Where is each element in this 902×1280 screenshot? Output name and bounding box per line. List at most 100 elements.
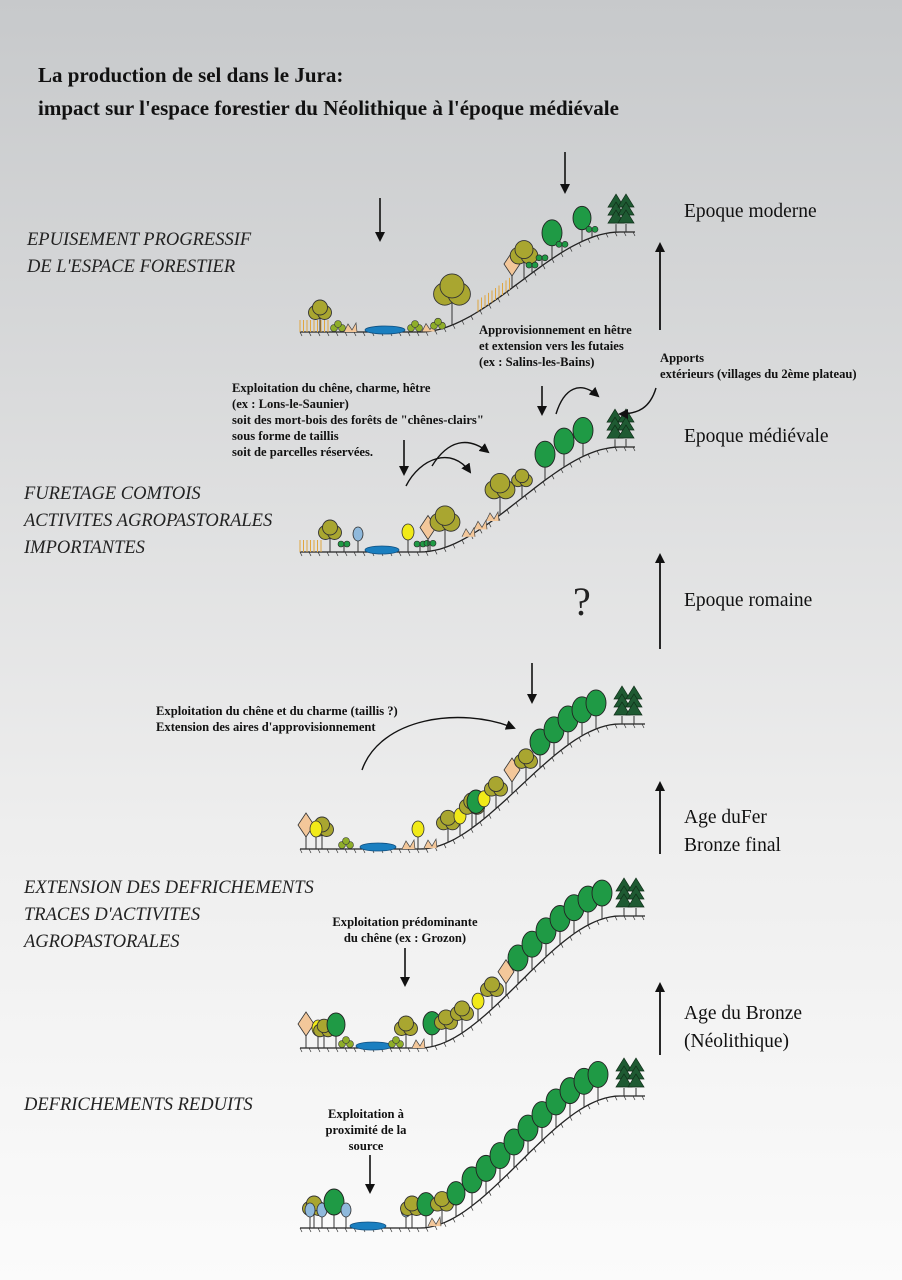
- ground-hatch: [614, 916, 618, 921]
- note-chene-charme: Exploitation du chêne et du charme (tail…: [156, 703, 398, 735]
- ground-hatch: [425, 848, 429, 853]
- ground-hatch: [443, 1042, 447, 1047]
- ground-hatch: [560, 252, 564, 258]
- ground-hatch: [560, 750, 564, 755]
- note-chene-charme-hetre: Exploitation du chêne, charme, hêtre (ex…: [232, 380, 484, 460]
- ground-hatch: [497, 806, 501, 811]
- ground-hatch: [353, 331, 357, 337]
- coppice-shoot: [427, 1216, 442, 1227]
- ground-hatch: [434, 1225, 438, 1231]
- ground-hatch: [614, 447, 618, 452]
- ground-hatch: [506, 798, 510, 803]
- oak-crown-lobe: [484, 976, 500, 993]
- ground-hatch: [434, 550, 438, 555]
- ground-hatch: [587, 1104, 591, 1110]
- ground-hatch: [461, 1032, 465, 1038]
- oak-tree: [433, 273, 471, 306]
- ground-hatch: [506, 509, 510, 514]
- ground-hatch: [434, 330, 438, 335]
- ground-hatch: [524, 976, 528, 982]
- salt-spring-pool: [359, 842, 397, 852]
- note-line: Exploitation à: [328, 1107, 404, 1121]
- ground-hatch: [353, 551, 357, 557]
- ground-hatch: [317, 551, 321, 557]
- ground-hatch: [524, 1156, 528, 1162]
- ground-hatch: [317, 331, 321, 337]
- note-line: Exploitation prédominante: [332, 915, 478, 929]
- label-line: IMPORTANTES: [24, 538, 145, 558]
- ground-hatch: [533, 968, 537, 973]
- ground-hatch: [488, 1191, 492, 1196]
- ground-hatch: [524, 781, 528, 786]
- ground-hatch: [569, 1116, 573, 1121]
- ground-hatch: [452, 839, 456, 845]
- ground-hatch: [317, 1227, 321, 1233]
- ground-hatch: [641, 723, 645, 729]
- oak-tree: [509, 240, 539, 265]
- ground-hatch: [542, 1139, 546, 1144]
- ground-hatch: [569, 463, 573, 468]
- note-predominante: Exploitation prédominante du chêne (ex :…: [316, 914, 494, 946]
- ground-hatch: [335, 331, 339, 337]
- ground-hatch: [533, 1148, 537, 1153]
- ground-hatch: [470, 1026, 474, 1031]
- ground-hatch: [578, 242, 582, 248]
- oak-tree: [514, 748, 538, 769]
- ground-hatch: [605, 233, 609, 238]
- ground-hatch: [416, 551, 420, 557]
- oak-crown-lobe: [434, 505, 456, 526]
- shrub-leaf: [392, 1036, 400, 1044]
- ground-hatch: [461, 539, 465, 545]
- scene-age-du-fer: [297, 685, 645, 854]
- ground-hatch: [515, 1165, 519, 1171]
- period-medievale: Epoque médiévale: [684, 423, 829, 451]
- oak-tree: [429, 505, 461, 532]
- ground-hatch: [569, 743, 573, 748]
- ground-hatch: [578, 930, 582, 935]
- supply-flow-arrow: [405, 456, 472, 487]
- coppice-shoot: [411, 1037, 426, 1049]
- coppice-shoot: [485, 510, 500, 522]
- conifer-tree: [615, 1057, 633, 1096]
- beech-tree: [534, 440, 556, 468]
- ground-hatch: [623, 1095, 627, 1101]
- note-line: (ex : Salins-les-Bains): [479, 355, 595, 369]
- ground-hatch: [632, 446, 636, 452]
- ground-hatch: [506, 1174, 510, 1179]
- ground-hatch: [425, 331, 429, 336]
- note-line: et extension vers les futaies: [479, 339, 624, 353]
- note-line: soit de parcelles réservées.: [232, 445, 374, 459]
- ground-hatch: [560, 468, 564, 474]
- coppice-shoot: [473, 519, 488, 530]
- note-line: soit des mort-bois des forêts de "chênes…: [232, 413, 484, 427]
- ground-hatch: [605, 917, 609, 923]
- oak-tree: [400, 1195, 424, 1216]
- oak-crown-lobe: [440, 809, 456, 826]
- ground-hatch: [569, 247, 573, 252]
- beech-tree: [446, 1181, 466, 1206]
- ground-hatch: [452, 544, 456, 549]
- scene-age-du-bronze: [297, 877, 645, 1053]
- ground-hatch: [551, 757, 555, 762]
- shrub-leaf: [411, 320, 419, 328]
- ground-hatch: [407, 1227, 411, 1233]
- ground-hatch: [542, 765, 546, 770]
- note-line: sous forme de taillis: [232, 429, 339, 443]
- salt-spring-pool: [355, 1041, 393, 1051]
- beech-tree: [517, 1114, 539, 1142]
- oak-crown-lobe: [514, 240, 534, 260]
- hornbeam-tree: [411, 820, 425, 838]
- ground-hatch: [416, 1047, 420, 1053]
- supply-flow-arrow: [618, 387, 657, 419]
- oak-tree: [484, 472, 516, 500]
- label-defrichements: DEFRICHEMENTS REDUITS: [24, 1092, 253, 1119]
- shrub-leaf: [334, 320, 342, 328]
- seedling-leaf: [413, 540, 421, 548]
- oak-crown-lobe: [439, 273, 465, 299]
- ground-hatch: [614, 1096, 618, 1101]
- beech-tree: [507, 944, 529, 972]
- ground-hatch: [326, 331, 330, 337]
- ground-hatch: [299, 1227, 303, 1233]
- seedling-leaf: [531, 261, 539, 269]
